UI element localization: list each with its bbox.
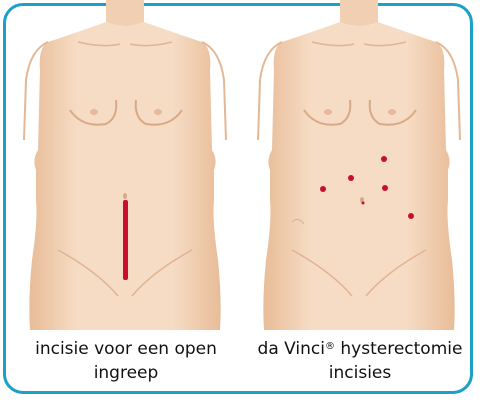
open-surgery-caption-text: incisie voor een open ingreep (35, 339, 217, 383)
torso-shape (29, 22, 220, 330)
port-incision (320, 186, 326, 192)
port-incision (348, 175, 354, 181)
port-incision (382, 185, 388, 191)
open-surgery-figure (18, 0, 233, 330)
torso-davinci-illustration (252, 0, 467, 330)
davinci-caption: da Vinci® hysterectomie incisies (240, 337, 480, 385)
davinci-caption-brand: da Vinci (258, 339, 325, 359)
open-surgery-caption: incisie voor een open ingreep (6, 337, 246, 385)
port-incision-navel (362, 202, 365, 205)
davinci-caption-text: hysterectomie incisies (329, 339, 463, 383)
torso-open-illustration (18, 0, 233, 330)
port-incision (381, 156, 387, 162)
open-incision-line (123, 200, 128, 280)
port-incision (408, 213, 414, 219)
torso-shape (263, 22, 454, 330)
davinci-figure (252, 0, 467, 330)
registered-mark: ® (325, 341, 335, 352)
